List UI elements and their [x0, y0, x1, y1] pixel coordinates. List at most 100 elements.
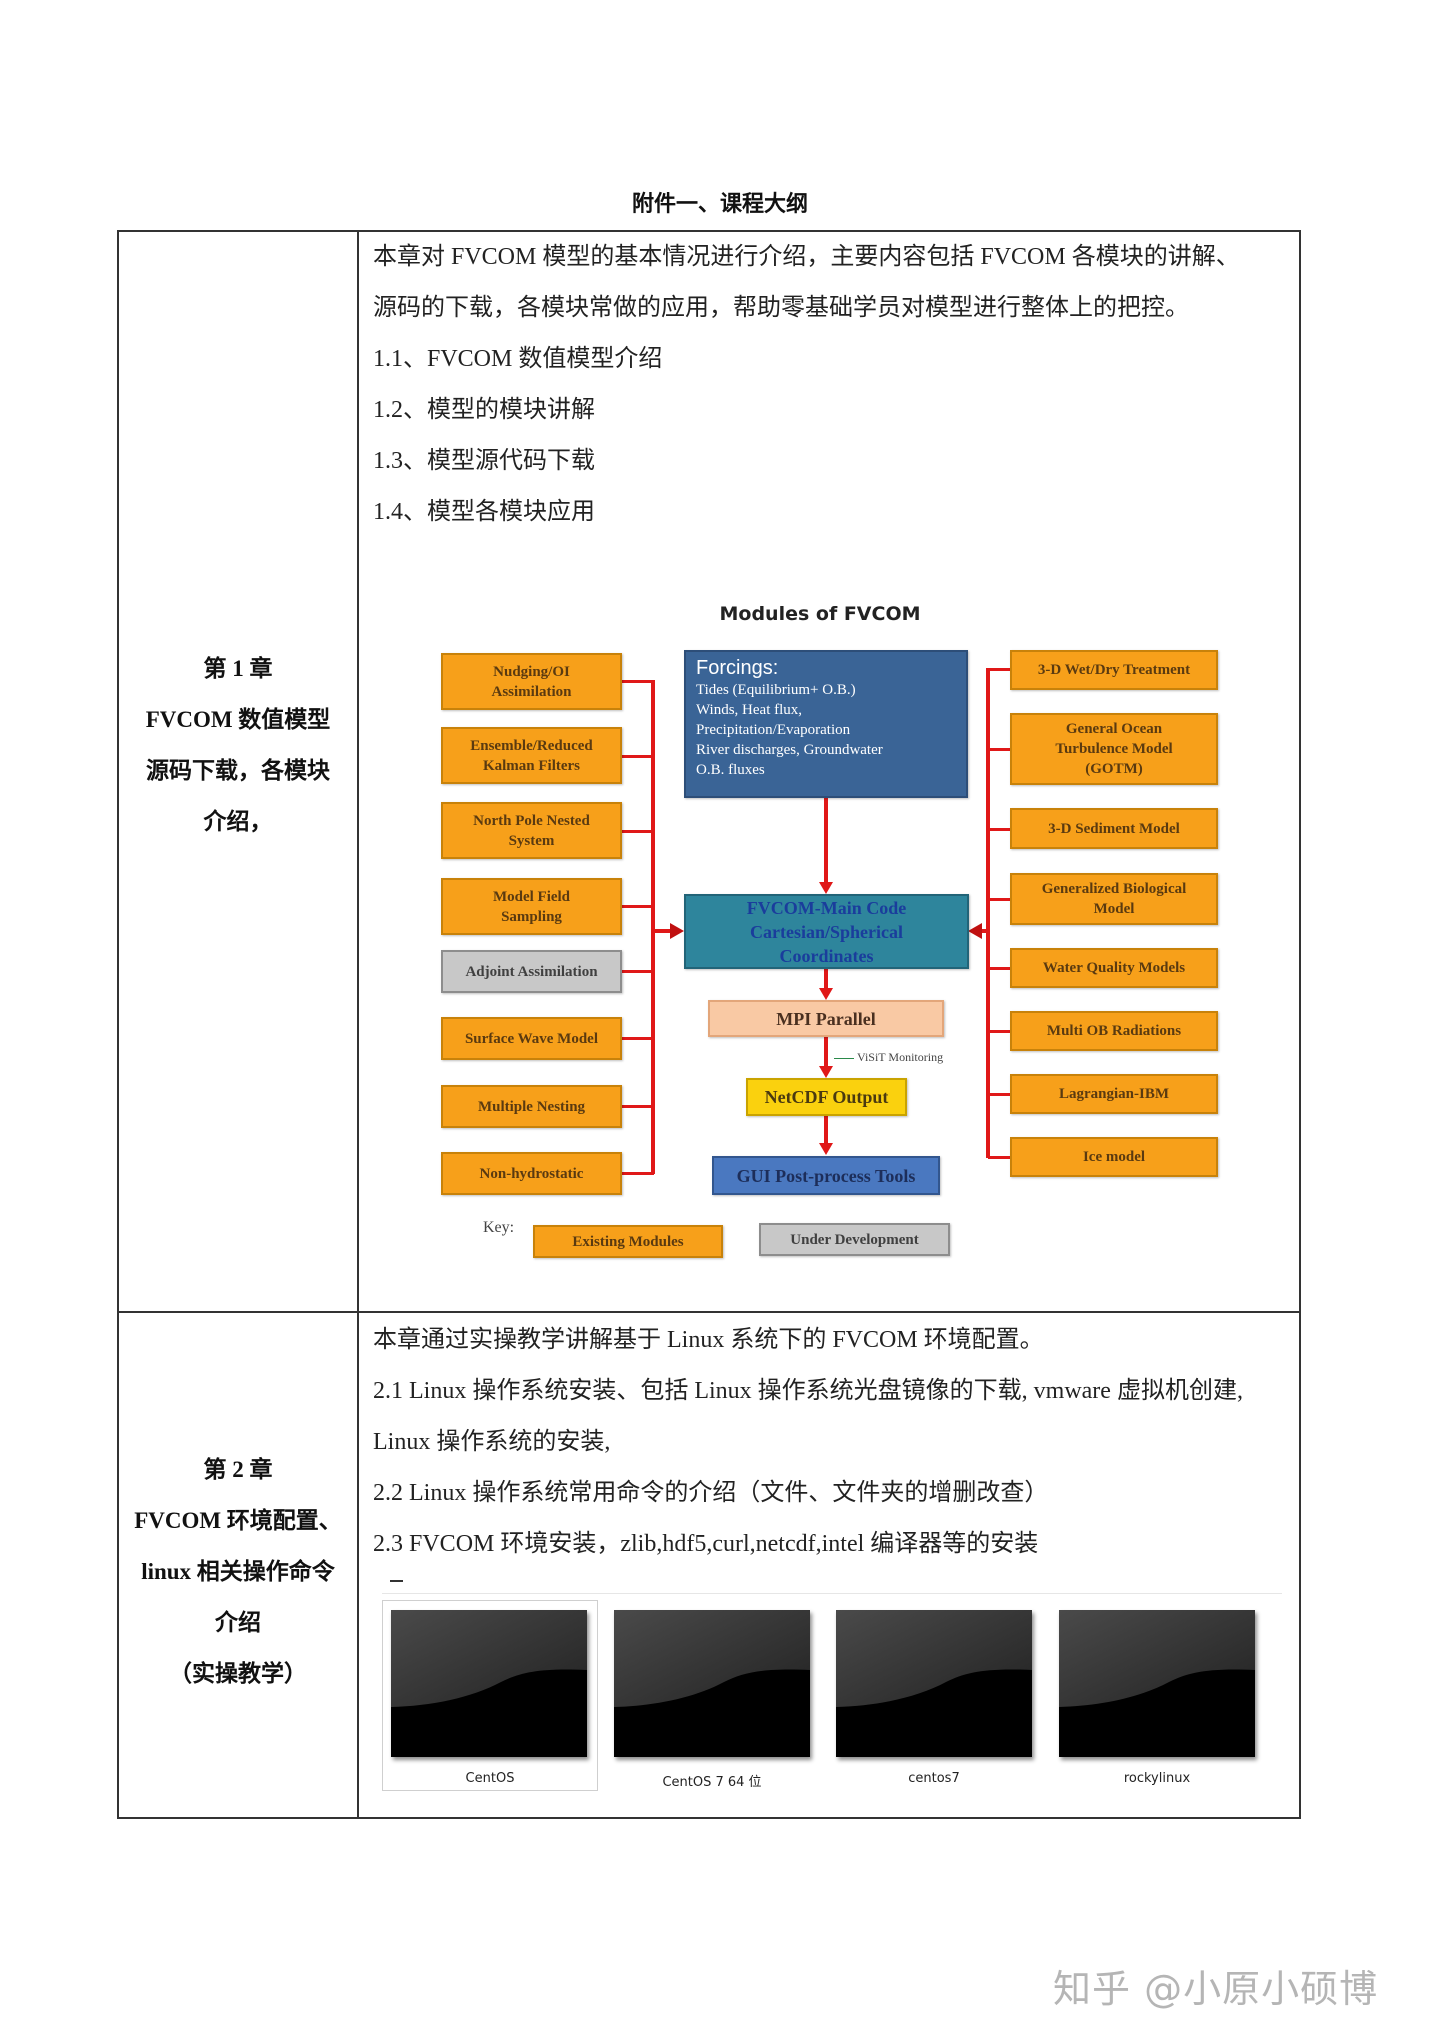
chapter2-heading: 第 2 章 FVCOM 环境配置、 linux 相关操作命令 介绍 （实操教学） — [118, 1444, 358, 1699]
watermark: 知乎 @小原小硕博 — [1053, 1967, 1379, 2011]
table-border-bottom — [117, 1817, 1301, 1819]
left-connector — [622, 970, 654, 973]
module-ice: Ice model — [1010, 1137, 1218, 1177]
down-arrow-icon — [819, 988, 833, 1000]
chapter1-intro-line1: 本章对 FVCOM 模型的基本情况进行介绍，主要内容包括 FVCOM 各模块的讲… — [373, 244, 1240, 270]
main-code-line1: FVCOM-Main Code — [746, 897, 907, 918]
forcings-box: Forcings: Tides (Equilibrium+ O.B.) Wind… — [684, 650, 968, 798]
gui-tools-box: GUI Post-process Tools — [712, 1156, 940, 1195]
chapter2-item-2: 2.2 Linux 操作系统常用命令的介绍（文件、文件夹的增删改查） — [373, 1480, 1049, 1506]
left-connector-bus — [651, 680, 655, 1174]
left-connector — [622, 905, 654, 908]
main-code-line2: Cartesian/Spherical — [750, 921, 903, 942]
chapter1-title-line3: 介绍， — [203, 809, 273, 834]
module-surface-wave: Surface Wave Model — [441, 1017, 622, 1060]
chapter1-title-line2: 源码下载，各模块 — [146, 758, 330, 783]
chapter1-item-1: 1.1、FVCOM 数值模型介绍 — [373, 346, 663, 372]
chapter2-title-line3: 介绍 — [215, 1610, 261, 1635]
down-arrow-icon — [819, 1066, 833, 1078]
folder-thumbnail-icon[interactable] — [836, 1610, 1032, 1757]
chapter1-item-4: 1.4、模型各模块应用 — [373, 499, 595, 525]
module-wet-dry: 3-D Wet/Dry Treatment — [1010, 650, 1218, 690]
chapter1-title-line1: FVCOM 数值模型 — [145, 707, 331, 732]
right-connector — [988, 748, 1010, 751]
visit-pointer-line — [834, 1058, 854, 1059]
chapter2-item-3: 2.3 FVCOM 环境安装，zlib,hdf5,curl,netcdf,int… — [373, 1531, 1039, 1557]
module-lagrangian: Lagrangian-IBM — [1010, 1074, 1218, 1114]
right-connector — [988, 1093, 1010, 1096]
table-border-left — [117, 230, 119, 1819]
module-north-pole: North Pole Nested System — [441, 802, 622, 859]
chapter1-content: 本章对 FVCOM 模型的基本情况进行介绍，主要内容包括 FVCOM 各模块的讲… — [373, 232, 1293, 538]
folder-thumbnail-icon[interactable] — [391, 1610, 587, 1757]
left-connector — [622, 1172, 654, 1175]
chapter1-heading: 第 1 章 FVCOM 数值模型 源码下载，各模块 介绍， — [118, 643, 358, 847]
forcings-to-main-line — [824, 798, 828, 884]
module-biological: Generalized Biological Model — [1010, 873, 1218, 925]
module-multi-ob: Multi OB Radiations — [1010, 1011, 1218, 1051]
right-connector — [988, 967, 1010, 970]
module-water-quality: Water Quality Models — [1010, 948, 1218, 988]
thumbnail-label[interactable]: CentOS 7 64 位 — [662, 1775, 762, 1790]
document-title: 附件一、课程大纲 — [631, 192, 808, 217]
left-connector — [622, 1037, 654, 1040]
left-arrow-icon — [670, 923, 684, 939]
module-non-hydrostatic: Non-hydrostatic — [441, 1152, 622, 1195]
module-nudging: Nudging/OI Assimilation — [441, 653, 622, 710]
forcings-line: Tides (Equilibrium+ O.B.) — [696, 682, 856, 698]
key-existing-modules: Existing Modules — [533, 1225, 723, 1258]
chapter2-title-line2: linux 相关操作命令 — [141, 1559, 335, 1584]
chapter2-intro: 本章通过实操教学讲解基于 Linux 系统下的 FVCOM 环境配置。 — [373, 1327, 1044, 1353]
forcings-line: Precipitation/Evaporation — [696, 722, 851, 738]
right-arrow-icon — [968, 923, 982, 939]
module-sediment: 3-D Sediment Model — [1010, 808, 1218, 849]
netcdf-output-box: NetCDF Output — [746, 1078, 907, 1116]
module-adjoint: Adjoint Assimilation — [441, 950, 622, 993]
folder-thumbnail-icon[interactable] — [1059, 1610, 1255, 1757]
chapter2-title-line1: FVCOM 环境配置、 — [134, 1508, 342, 1533]
netcdf-to-gui-line — [824, 1116, 828, 1144]
thumbnail-label[interactable]: CentOS — [465, 1771, 515, 1786]
folder-thumbnail-icon[interactable] — [614, 1610, 810, 1757]
left-to-main-link — [654, 929, 674, 933]
left-connector — [622, 830, 654, 833]
main-code-line3: Coordinates — [779, 945, 874, 966]
module-gotm: General Ocean Turbulence Model (GOTM) — [1010, 713, 1218, 785]
down-arrow-icon — [819, 882, 833, 894]
module-field-sampling: Model Field Sampling — [441, 878, 622, 935]
left-connector — [622, 1105, 654, 1108]
chapter1-item-3: 1.3、模型源代码下载 — [373, 448, 595, 474]
forcings-line: O.B. fluxes — [696, 762, 765, 778]
chapter2-item-1: 2.1 Linux 操作系统安装、包括 Linux 操作系统光盘镜像的下载, v… — [373, 1378, 1243, 1404]
table-row-divider — [117, 1311, 1301, 1313]
down-arrow-icon — [819, 1143, 833, 1155]
left-connector — [622, 755, 654, 758]
diagram-title: Modules of FVCOM — [719, 603, 921, 625]
thumbnail-separator — [382, 1593, 1282, 1594]
forcings-line: Winds, Heat flux, — [696, 702, 803, 718]
chapter1-number: 第 1 章 — [203, 656, 273, 681]
chapter2-item-1-cont: Linux 操作系统的安装, — [373, 1429, 611, 1455]
mpi-parallel-box: MPI Parallel — [708, 1000, 944, 1037]
table-border-right — [1299, 230, 1301, 1819]
module-ensemble: Ensemble/Reduced Kalman Filters — [441, 727, 622, 784]
right-connector — [988, 828, 1010, 831]
visit-monitoring-label: ViSiT Monitoring — [857, 1050, 944, 1064]
forcings-line: River discharges, Groundwater — [696, 742, 883, 758]
thumbnail-label[interactable]: centos7 — [908, 1771, 960, 1786]
thumbnail-label[interactable]: rockylinux — [1123, 1771, 1191, 1786]
chapter1-intro-line2: 源码的下载，各模块常做的应用，帮助零基础学员对模型进行整体上的把控。 — [373, 295, 1189, 321]
key-label: Key: — [483, 1219, 515, 1236]
main-to-mpi-line — [824, 968, 828, 990]
right-connector — [988, 1156, 1010, 1159]
mpi-to-netcdf-line — [824, 1037, 828, 1067]
left-connector — [622, 680, 654, 683]
chapter2-content: 本章通过实操教学讲解基于 Linux 系统下的 FVCOM 环境配置。 2.1 … — [373, 1315, 1293, 1570]
right-connector-bus — [986, 668, 990, 1158]
module-multiple-nesting: Multiple Nesting — [441, 1085, 622, 1128]
dash-mark — [390, 1580, 403, 1582]
main-code-box: FVCOM-Main Code Cartesian/Spherical Coor… — [684, 894, 969, 969]
right-connector — [988, 898, 1010, 901]
selected-thumbnail-frame — [382, 1600, 598, 1791]
chapter1-item-2: 1.2、模型的模块讲解 — [373, 397, 595, 423]
